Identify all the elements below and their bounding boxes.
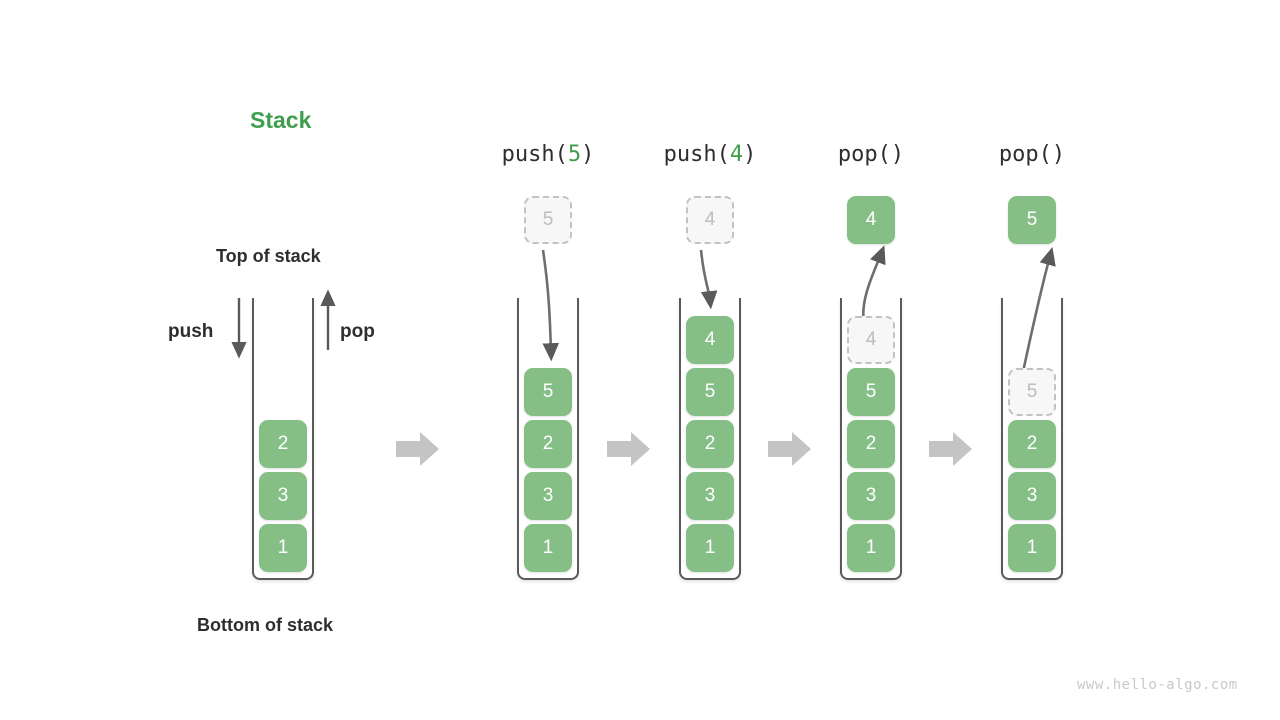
stack-cell: 2 <box>1008 420 1056 468</box>
stack-cell: 1 <box>1008 524 1056 572</box>
stack-container <box>252 298 314 580</box>
page-title: Stack <box>250 107 312 133</box>
stack-cell: 4 <box>847 316 895 364</box>
watermark: www.hello-algo.com <box>1077 677 1238 693</box>
stack-cell: 2 <box>524 420 572 468</box>
pop-label: pop <box>340 321 375 342</box>
stack-cell: 5 <box>686 368 734 416</box>
stack-cell: 5 <box>524 368 572 416</box>
operation-suffix: ) <box>581 142 595 167</box>
incoming-element: 4 <box>686 196 734 244</box>
incoming-element: 5 <box>524 196 572 244</box>
stack-cell: 1 <box>259 524 307 572</box>
operation-suffix: ) <box>743 142 757 167</box>
operation-label-pop-4: pop() <box>838 142 904 167</box>
stack-cell: 1 <box>686 524 734 572</box>
operation-name: push( <box>663 142 730 167</box>
operation-name: push( <box>501 142 568 167</box>
stack-cell: 3 <box>1008 472 1056 520</box>
stack-cell: 2 <box>686 420 734 468</box>
popped-element: 4 <box>847 196 895 244</box>
step-arrow-icon <box>396 431 440 467</box>
stack-container <box>679 298 741 580</box>
step-arrow-icon <box>929 431 973 467</box>
stack-cell: 4 <box>686 316 734 364</box>
operation-label-pop-5: pop() <box>999 142 1065 167</box>
stack-cell: 5 <box>847 368 895 416</box>
stack-cell: 2 <box>847 420 895 468</box>
stack-cell: 3 <box>524 472 572 520</box>
operation-name: pop() <box>837 142 905 167</box>
bottom-of-stack-label: Bottom of stack <box>197 615 334 635</box>
step-arrow-icon <box>607 431 651 467</box>
stack-cell: 5 <box>1008 368 1056 416</box>
popped-element: 5 <box>1008 196 1056 244</box>
operation-argument: 4 <box>729 142 744 167</box>
top-of-stack-label: Top of stack <box>216 246 321 266</box>
operation-label-push-4: push(4) <box>664 142 757 167</box>
stack-cell: 3 <box>259 472 307 520</box>
stack-cell: 1 <box>524 524 572 572</box>
operation-argument: 5 <box>567 142 582 167</box>
operation-name: pop() <box>998 142 1066 167</box>
step-arrow-icon <box>768 431 812 467</box>
stack-container <box>840 298 902 580</box>
operation-label-push-5: push(5) <box>502 142 595 167</box>
stack-cell: 1 <box>847 524 895 572</box>
stack-cell: 3 <box>847 472 895 520</box>
stack-cell: 3 <box>686 472 734 520</box>
stack-container <box>1001 298 1063 580</box>
stack-cell: 2 <box>259 420 307 468</box>
push-label: push <box>168 321 214 342</box>
stack-container <box>517 298 579 580</box>
